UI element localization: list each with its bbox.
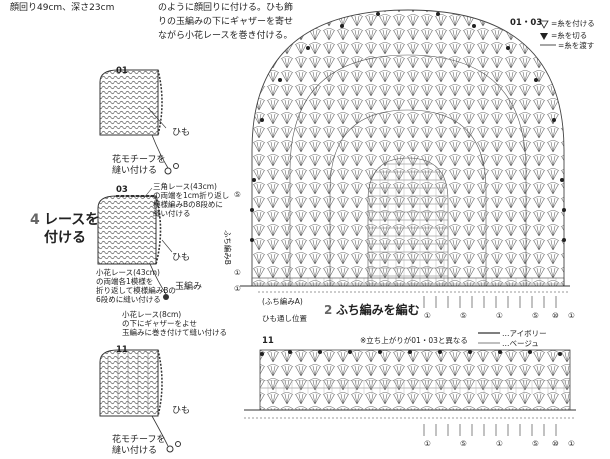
color-beige: …ベージュ <box>502 339 539 348</box>
step-03-lace-2: の両端を1cm折り返し <box>153 191 230 200</box>
bonnet-11-illustration <box>99 349 181 453</box>
step-11-note-1: 花モチーフを <box>112 435 166 445</box>
instruction-line-2: りの玉編みの下にギャザーを寄せ <box>158 17 294 27</box>
step-03-lace-4: 縫い付ける <box>153 209 191 218</box>
legend-symbols <box>539 20 556 46</box>
bottom-crochet-chart <box>244 332 576 436</box>
side-number-1b: ① <box>234 284 241 293</box>
bonnet-03-illustration <box>97 187 173 300</box>
legend-carry: =糸を渡す <box>558 41 595 50</box>
step-03-himo: ひも <box>172 253 191 263</box>
color-ivory: …アイボリー <box>502 329 547 338</box>
bottom-num-5: ⑤ <box>460 439 467 448</box>
top-num-1b: ① <box>496 311 503 320</box>
legend-cut: =糸を切る <box>551 31 588 40</box>
step-11-himo: ひも <box>172 406 191 416</box>
step-01-note-1: 花モチーフを <box>112 155 166 165</box>
side-number-1a: ① <box>234 268 241 277</box>
top-num-5b: ⑤ <box>532 311 539 320</box>
bottom-num-1: ① <box>424 439 431 448</box>
step-03-small-lace2-1: 小花レース(8cm) <box>122 310 182 319</box>
size-line: 顔回り49cm、深さ23cm <box>10 3 115 13</box>
top-crochet-chart <box>240 9 570 308</box>
step-01-number: 01 <box>116 66 128 76</box>
top-num-1c: ① <box>568 311 575 320</box>
step-03-lace-3: 模様編みBの8段めに <box>153 200 223 209</box>
step-03-small-lace-2: の両端各1模様を <box>96 277 154 286</box>
himo-position-label: ひも通し位置 <box>262 314 307 323</box>
step-01-himo: ひも <box>172 128 191 138</box>
bottom-num-1c: ① <box>568 439 575 448</box>
bottom-diagram-note: ※立ち上がりが01・03と異なる <box>360 336 468 345</box>
bottom-num-5b: ⑤ <box>532 439 539 448</box>
fuchi-b-label: ふち編みB <box>223 230 232 265</box>
section-4-number: 4 <box>30 212 40 228</box>
section-2-number: 2 <box>324 303 333 317</box>
step-03-small-lace-1: 小花レース(43cm) <box>96 268 160 277</box>
step-01-note-2: 縫い付ける <box>112 166 158 176</box>
side-number-5: ⑤ <box>234 190 241 199</box>
bonnet-01-illustration <box>99 69 179 175</box>
step-03-small-lace-3: 折り返して模様編みBの <box>96 286 176 295</box>
fuchi-a-label: (ふち編みA) <box>262 297 303 306</box>
section-4-title-2: 付ける <box>44 230 86 246</box>
step-03-small-lace2-2: の下にギャザーをよせ <box>122 319 197 328</box>
step-11-note-2: 縫い付ける <box>112 446 158 456</box>
section-2-title: ふち編みを編む <box>336 303 420 317</box>
top-diagram-label: 01・03 <box>510 18 543 28</box>
step-03-small-lace2-3: 玉編みに巻き付けて縫い付ける <box>122 328 227 337</box>
bottom-diagram-label: 11 <box>262 336 274 346</box>
instruction-line-3: ながら小花レースを巻き付ける。 <box>158 31 293 41</box>
instruction-line-1: のように顔回りに付ける。ひも飾 <box>158 3 294 13</box>
section-4-title-1: レースを <box>44 212 100 228</box>
step-03-small-lace-4: 6段めに縫い付ける <box>96 295 161 304</box>
top-num-1: ① <box>424 311 431 320</box>
top-num-5: ⑤ <box>460 311 467 320</box>
step-11-number: 11 <box>116 345 128 355</box>
bottom-num-10: ⑩ <box>552 439 559 448</box>
legend-attach: =糸を付ける <box>551 19 595 28</box>
top-num-10: ⑩ <box>552 311 559 320</box>
step-03-tama: 玉編み <box>175 282 203 292</box>
step-03-lace-1: 三角レース(43cm) <box>153 182 217 191</box>
bottom-num-1b: ① <box>496 439 503 448</box>
step-03-number: 03 <box>116 185 128 195</box>
